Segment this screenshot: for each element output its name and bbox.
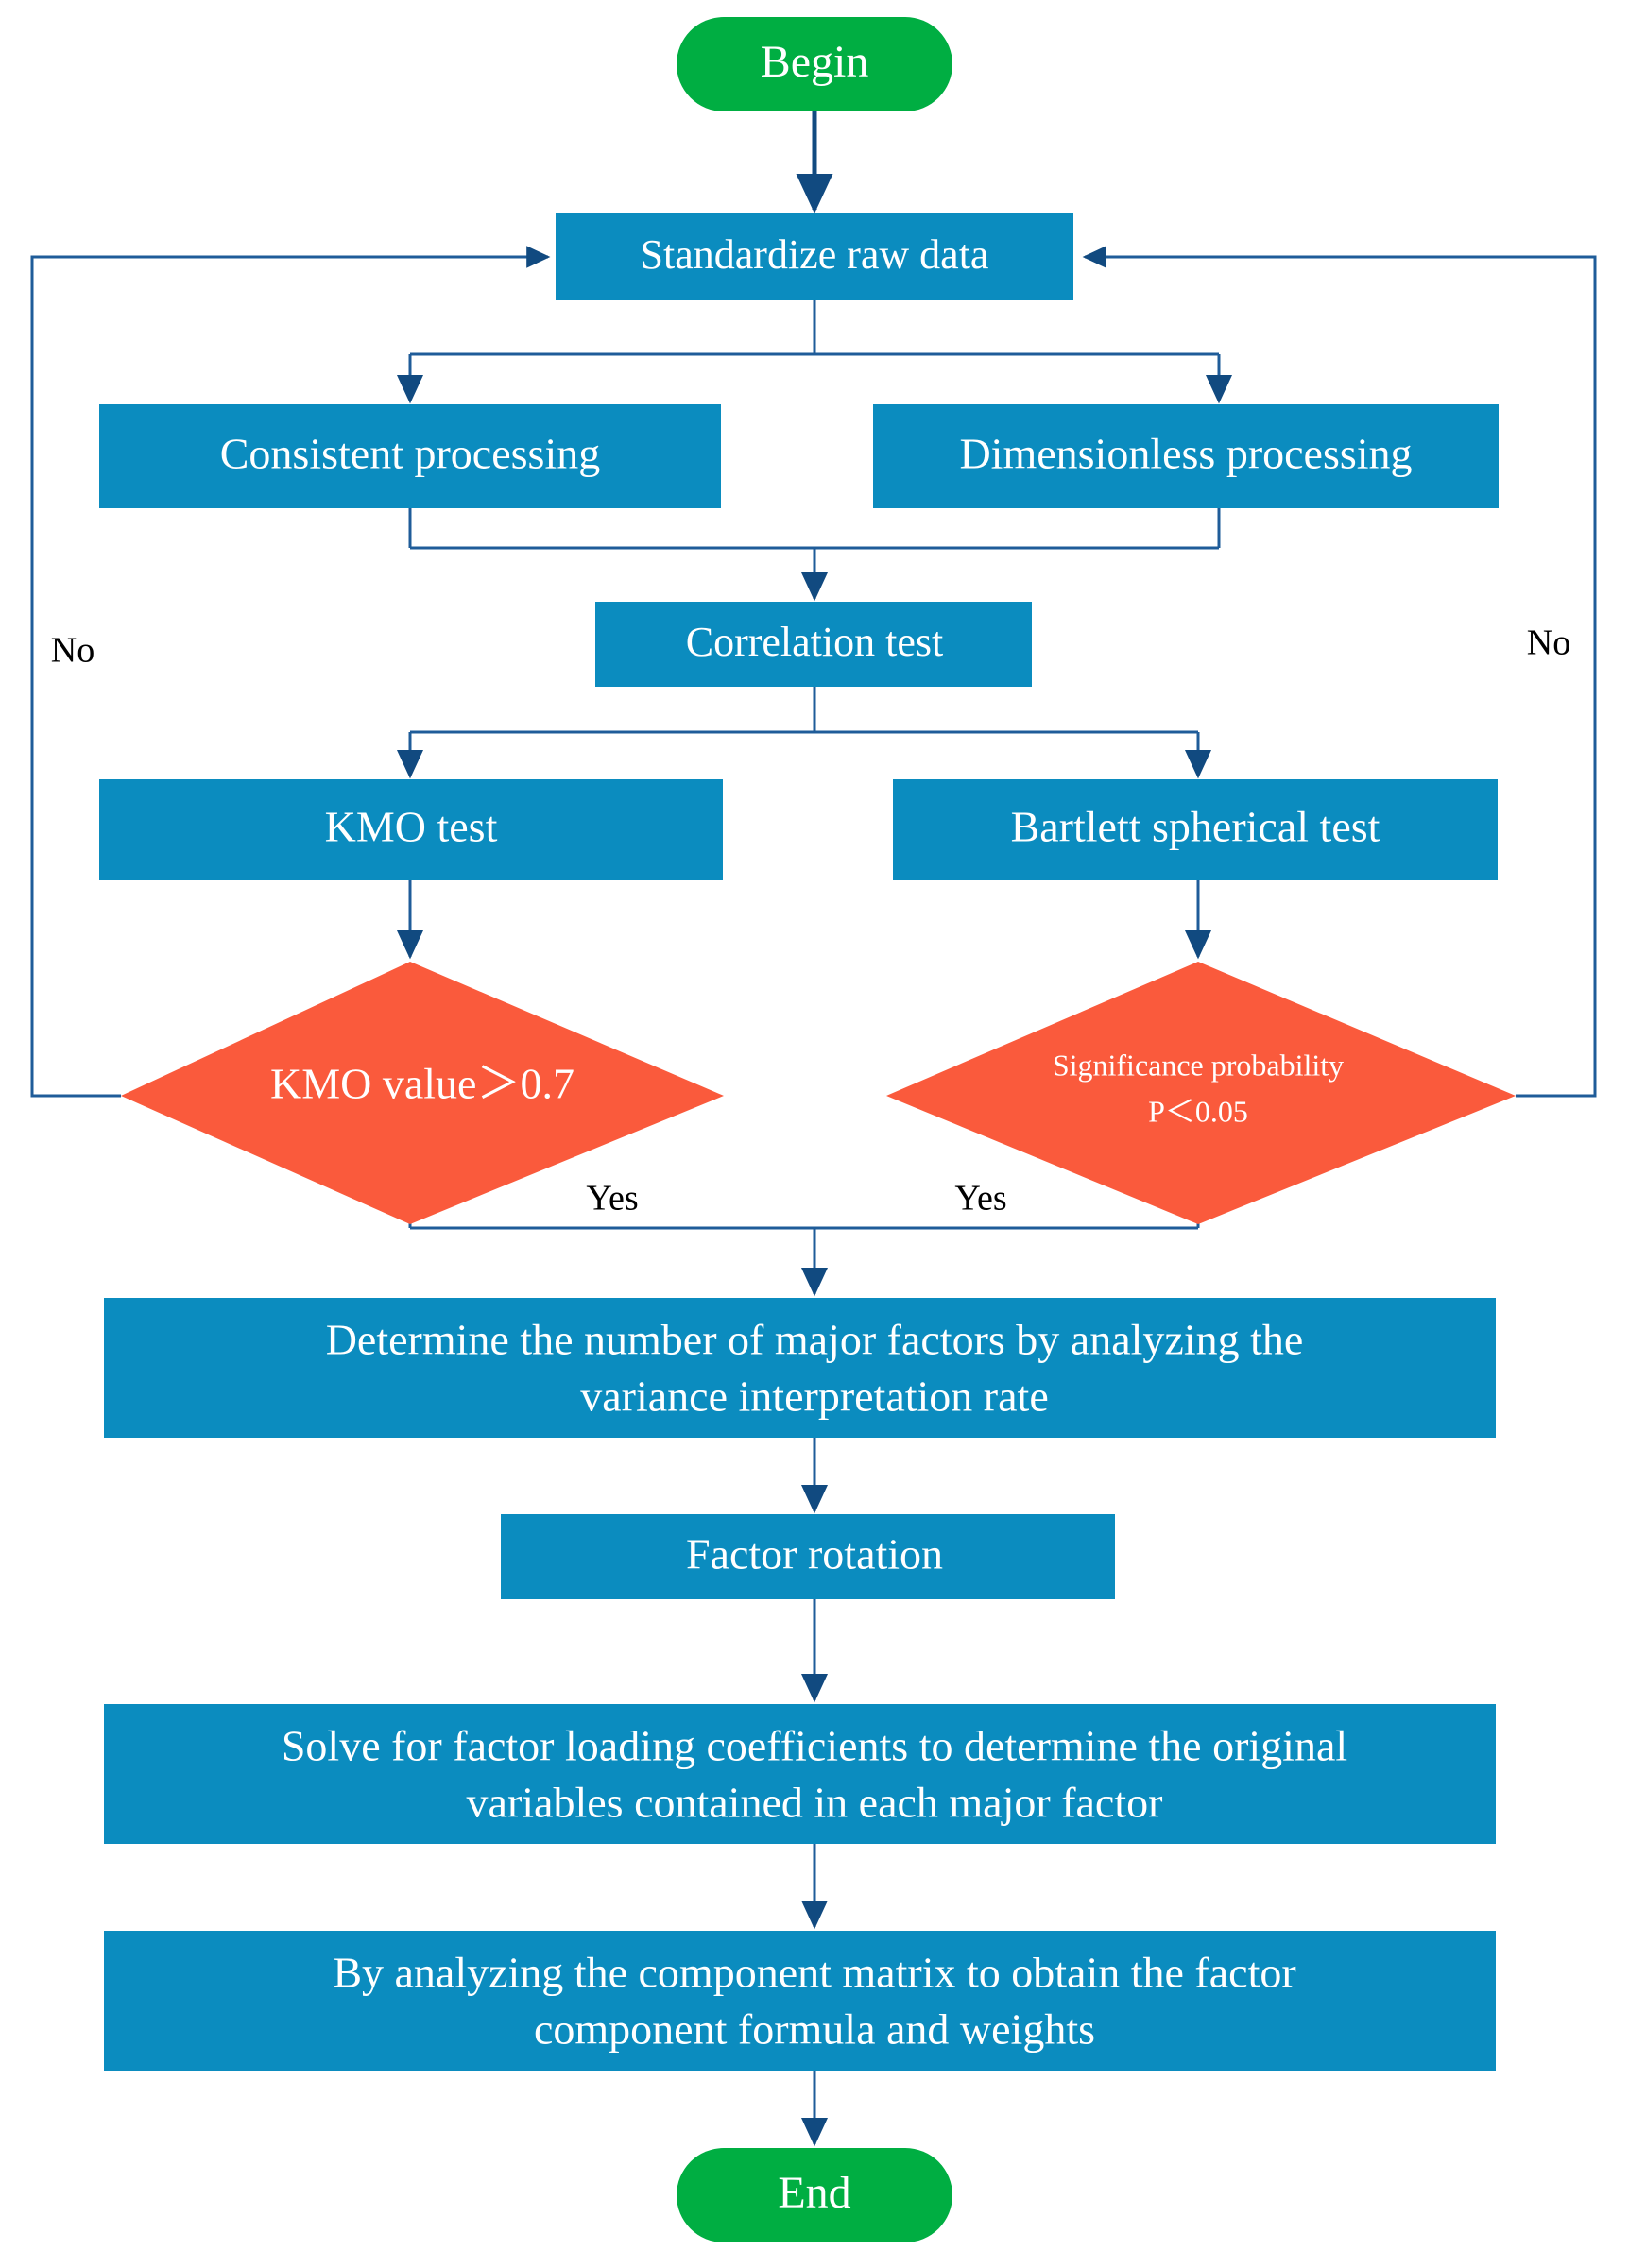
dimensionless-label: Dimensionless processing (959, 430, 1412, 478)
node-dimensionless-processing[interactable]: Dimensionless processing (873, 404, 1499, 508)
component-matrix-label-line2: component formula and weights (534, 2005, 1095, 2054)
component-matrix-label-line1: By analyzing the component matrix to obt… (333, 1949, 1295, 1997)
kmo-test-shape (99, 779, 723, 880)
significance-decision-label-line2: P＜0.05 (1148, 1094, 1248, 1128)
begin-shape (677, 17, 952, 111)
node-correlation-test[interactable]: Correlation test (595, 602, 1032, 687)
bartlett-shape (893, 779, 1498, 880)
end-label: End (778, 2168, 850, 2218)
node-begin[interactable]: Begin (677, 17, 952, 111)
standardize-label: Standardize raw data (641, 231, 989, 278)
significance-decision-label-line1: Significance probability (1053, 1048, 1344, 1082)
determine-factors-label-line2: variance interpretation rate (580, 1373, 1049, 1421)
begin-label: Begin (761, 37, 869, 87)
consistent-label: Consistent processing (220, 430, 600, 478)
kmo-test-label: KMO test (325, 803, 498, 851)
solve-loading-shape (104, 1704, 1496, 1844)
node-standardize-raw-data[interactable]: Standardize raw data (556, 213, 1073, 300)
consistent-shape (99, 404, 721, 508)
significance-decision-shape (886, 962, 1516, 1224)
determine-factors-label-line1: Determine the number of major factors by… (326, 1316, 1304, 1364)
node-significance-decision[interactable]: Significance probability P＜0.05 (886, 962, 1516, 1224)
edge-label-yes-right: Yes (954, 1179, 1006, 1219)
kmo-decision-shape (121, 962, 724, 1224)
component-matrix-shape (104, 1931, 1496, 2071)
node-consistent-processing[interactable]: Consistent processing (99, 404, 721, 508)
edge-label-yes-left: Yes (586, 1179, 638, 1219)
edge-label-no-right: No (1527, 623, 1570, 663)
node-factor-rotation[interactable]: Factor rotation (501, 1514, 1115, 1599)
edge-kmo-no-loop (30, 246, 551, 1098)
node-determine-major-factors[interactable]: Determine the number of major factors by… (104, 1298, 1496, 1438)
factor-rotation-shape (501, 1514, 1115, 1599)
correlation-label: Correlation test (686, 619, 944, 665)
correlation-shape (595, 602, 1032, 687)
determine-factors-shape (104, 1298, 1496, 1438)
kmo-decision-label: KMO value＞0.7 (270, 1060, 574, 1108)
end-shape (677, 2148, 952, 2242)
node-end[interactable]: End (677, 2148, 952, 2242)
solve-loading-label-line2: variables contained in each major factor (467, 1779, 1163, 1827)
node-kmo-value-decision[interactable]: KMO value＞0.7 (121, 962, 724, 1224)
standardize-shape (556, 213, 1073, 300)
node-solve-factor-loading[interactable]: Solve for factor loading coefficients to… (104, 1704, 1496, 1844)
node-component-matrix[interactable]: By analyzing the component matrix to obt… (104, 1931, 1496, 2071)
dimensionless-shape (873, 404, 1499, 508)
node-bartlett-spherical-test[interactable]: Bartlett spherical test (893, 779, 1498, 880)
bartlett-label: Bartlett spherical test (1011, 803, 1380, 851)
node-kmo-test[interactable]: KMO test (99, 779, 723, 880)
factor-rotation-label: Factor rotation (686, 1530, 943, 1578)
edge-significance-no-loop (1082, 246, 1597, 1098)
edge-label-no-left: No (51, 631, 94, 671)
solve-loading-label-line1: Solve for factor loading coefficients to… (282, 1722, 1347, 1770)
